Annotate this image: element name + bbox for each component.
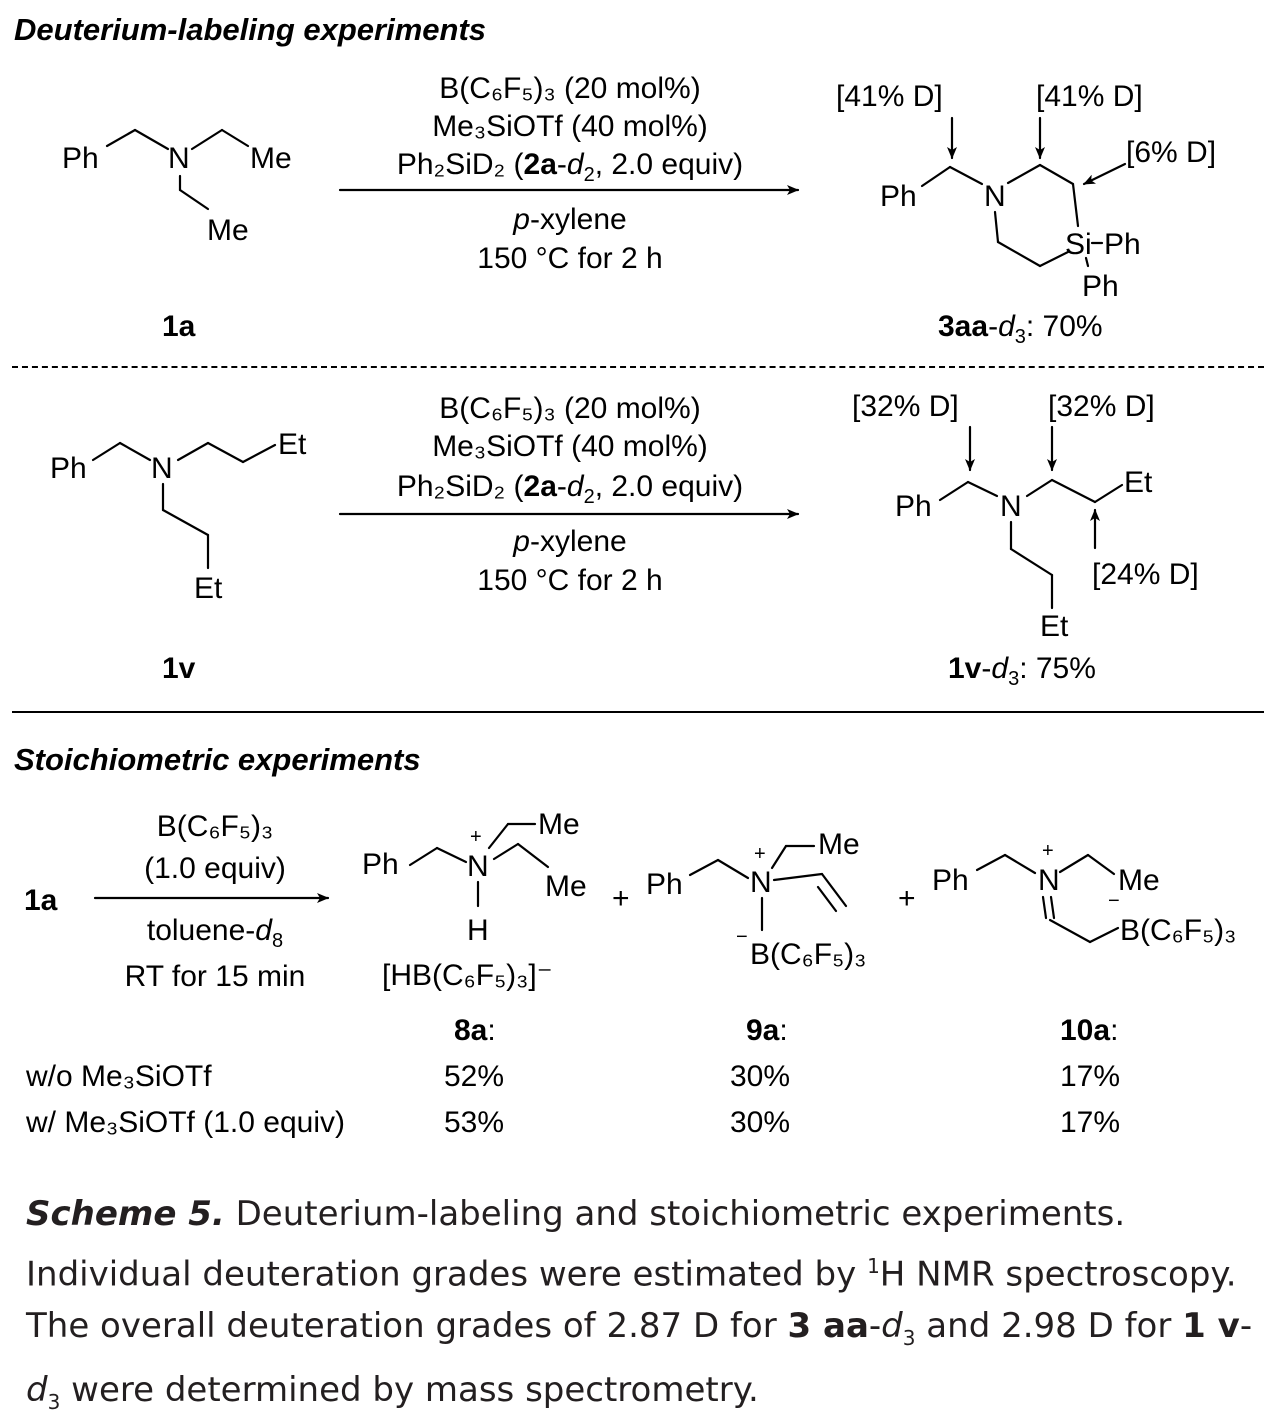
charge-minus: −: [736, 926, 748, 948]
table-row-condition: w/ Me₃SiOTf (1.0 equiv): [26, 1106, 345, 1139]
atom-n: N: [168, 142, 190, 175]
compound-label-1v-d3: 1v-d3: 75%: [948, 652, 1096, 690]
deuterium-percent: [41% D]: [836, 80, 943, 113]
atom-ph: Ph: [1082, 270, 1119, 303]
condition-equiv: (1.0 equiv): [144, 852, 286, 885]
atom-n: N: [1038, 864, 1060, 897]
compound-label-3aa-d3: 3aa-d3: 70%: [938, 310, 1103, 348]
atom-ph: Ph: [895, 490, 932, 523]
product-1v-bonds: [938, 425, 1124, 610]
condition-solvent: toluene-d8: [146, 914, 284, 952]
condition-solvent: p-xylene: [513, 203, 627, 236]
condition-reagent: B(C₆F₅)₃: [156, 810, 274, 843]
condition-additive: Me₃SiOTf (40 mol%): [432, 430, 708, 463]
condition-temperature: 150 °C for 2 h: [477, 242, 663, 275]
stoich-section-title: Stoichiometric experiments: [14, 742, 421, 777]
deuterium-percent: [24% D]: [1092, 558, 1199, 591]
charge-plus: +: [1042, 840, 1054, 862]
borane-group: B(C₆F₅)₃: [1120, 914, 1237, 947]
atom-n: N: [1000, 490, 1022, 523]
atom-ph: Ph: [1104, 228, 1141, 261]
substrate-1v-bonds: [91, 441, 277, 570]
compound-label-8a: 8a:: [454, 1014, 496, 1047]
atom-ph: Ph: [62, 142, 99, 175]
atom-si: Si: [1065, 228, 1092, 261]
deuterium-percent: [6% D]: [1126, 136, 1217, 169]
table-cell-yield: 17%: [1060, 1106, 1121, 1139]
atom-me: Me: [250, 142, 292, 175]
atom-me: Me: [538, 808, 580, 841]
atom-h: H: [467, 914, 489, 947]
atom-ph: Ph: [880, 180, 917, 213]
table-cell-yield: 53%: [444, 1106, 505, 1139]
atom-n: N: [750, 866, 772, 899]
condition-additive: Me₃SiOTf (40 mol%): [432, 110, 708, 143]
anion-label: [HB(C₆F₅)₃]⁻: [382, 959, 553, 992]
table-cell-yield: 30%: [730, 1106, 791, 1139]
atom-me: Me: [207, 214, 249, 247]
atom-n: N: [984, 180, 1006, 213]
atom-me: Me: [818, 828, 860, 861]
plus-sign: +: [898, 882, 916, 915]
deuterium-percent: [32% D]: [1048, 390, 1155, 423]
atom-et: Et: [1040, 610, 1069, 643]
atom-ph: Ph: [932, 864, 969, 897]
atom-ph: Ph: [362, 848, 399, 881]
condition-temperature: RT for 15 min: [124, 960, 306, 993]
compound-label-10a: 10a:: [1060, 1014, 1119, 1047]
charge-minus: −: [1108, 890, 1120, 912]
table-cell-yield: 52%: [444, 1060, 505, 1093]
borane-group: B(C₆F₅)₃: [750, 938, 867, 971]
atom-ph: Ph: [646, 868, 683, 901]
compound-label-1a: 1a: [162, 310, 196, 343]
table-cell-yield: 17%: [1060, 1060, 1121, 1093]
atom-me: Me: [1118, 864, 1160, 897]
atom-et: Et: [194, 572, 223, 605]
compound-label-1a: 1a: [24, 884, 58, 917]
charge-plus: +: [470, 826, 482, 848]
deuterium-percent: [32% D]: [852, 390, 959, 423]
solid-separator: [12, 711, 1264, 713]
atom-n: N: [467, 850, 489, 883]
plus-sign: +: [612, 882, 630, 915]
condition-catalyst: B(C₆F₅)₃ (20 mol%): [439, 392, 701, 425]
substrate-1a-bonds: [105, 128, 250, 211]
atom-n: N: [151, 452, 173, 485]
atom-ph: Ph: [50, 452, 87, 485]
scheme-graphics: [91, 116, 1127, 944]
atom-me: Me: [545, 870, 587, 903]
compound-label-9a: 9a:: [746, 1014, 788, 1047]
product-10a-bonds: [975, 853, 1120, 944]
product-3aa-bonds: [920, 116, 1127, 268]
table-cell-yield: 30%: [730, 1060, 791, 1093]
scheme-caption: Scheme 5. Deuterium-labeling and stoichi…: [26, 1194, 1253, 1414]
caption-label: Scheme 5.: [26, 1194, 225, 1234]
deuterium-section-title: Deuterium-labeling experiments: [14, 12, 487, 47]
product-9a-bonds: [688, 844, 848, 932]
product-8a-bonds: [408, 822, 550, 908]
deuterium-percent: [41% D]: [1036, 80, 1143, 113]
dashed-separator: [12, 366, 1264, 368]
condition-catalyst: B(C₆F₅)₃ (20 mol%): [439, 72, 701, 105]
compound-label-1v: 1v: [162, 652, 196, 685]
condition-silane: Ph₂SiD₂ (2a-d2, 2.0 equiv): [396, 148, 744, 186]
charge-plus: +: [754, 843, 766, 865]
condition-temperature: 150 °C for 2 h: [477, 564, 663, 597]
condition-silane: Ph₂SiD₂ (2a-d2, 2.0 equiv): [396, 470, 744, 508]
atom-et: Et: [1124, 466, 1153, 499]
atom-et: Et: [278, 428, 307, 461]
condition-solvent: p-xylene: [513, 525, 627, 558]
table-row-condition: w/o Me₃SiOTf: [26, 1060, 212, 1093]
